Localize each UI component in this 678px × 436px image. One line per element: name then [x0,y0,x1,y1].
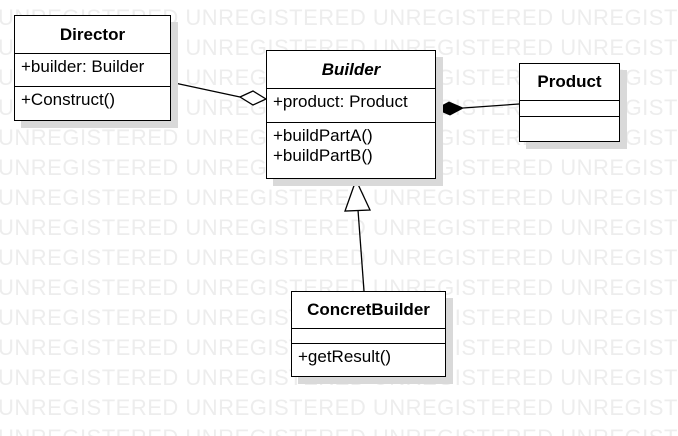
product-operations [520,117,619,141]
aggregation-diamond [238,90,268,106]
concrete-builder-class-name: ConcretBuilder [292,292,445,329]
director-class-name: Director [15,16,170,54]
director-class[interactable]: Director +builder: Builder +Construct() [14,15,171,121]
builder-attributes: +product: Product [267,89,435,123]
director-operation: +Construct() [21,90,115,109]
product-class[interactable]: Product [519,63,620,142]
concrete-builder-operation: +getResult() [298,347,392,366]
product-class-name: Product [520,64,619,101]
builder-class-name: Builder [267,51,435,89]
director-operations: +Construct() [15,87,170,120]
concrete-builder-operations: +getResult() [292,344,445,376]
aggregation-line [169,81,241,98]
generalization-arrowhead [344,178,372,212]
builder-operation: +buildPartA() [273,126,373,145]
composition-line [462,103,520,109]
generalization-line [357,209,365,292]
director-attributes: +builder: Builder [15,54,170,87]
concrete-builder-class[interactable]: ConcretBuilder +getResult() [291,291,446,377]
composition-diamond [434,101,465,116]
builder-operation: +buildPartB() [273,146,373,165]
builder-operations: +buildPartA() +buildPartB() [267,123,435,178]
product-attributes [520,101,619,117]
concrete-builder-attributes [292,329,445,344]
director-attribute: +builder: Builder [21,57,145,76]
builder-class[interactable]: Builder +product: Product +buildPartA() … [266,50,436,179]
builder-attribute: +product: Product [273,92,408,111]
